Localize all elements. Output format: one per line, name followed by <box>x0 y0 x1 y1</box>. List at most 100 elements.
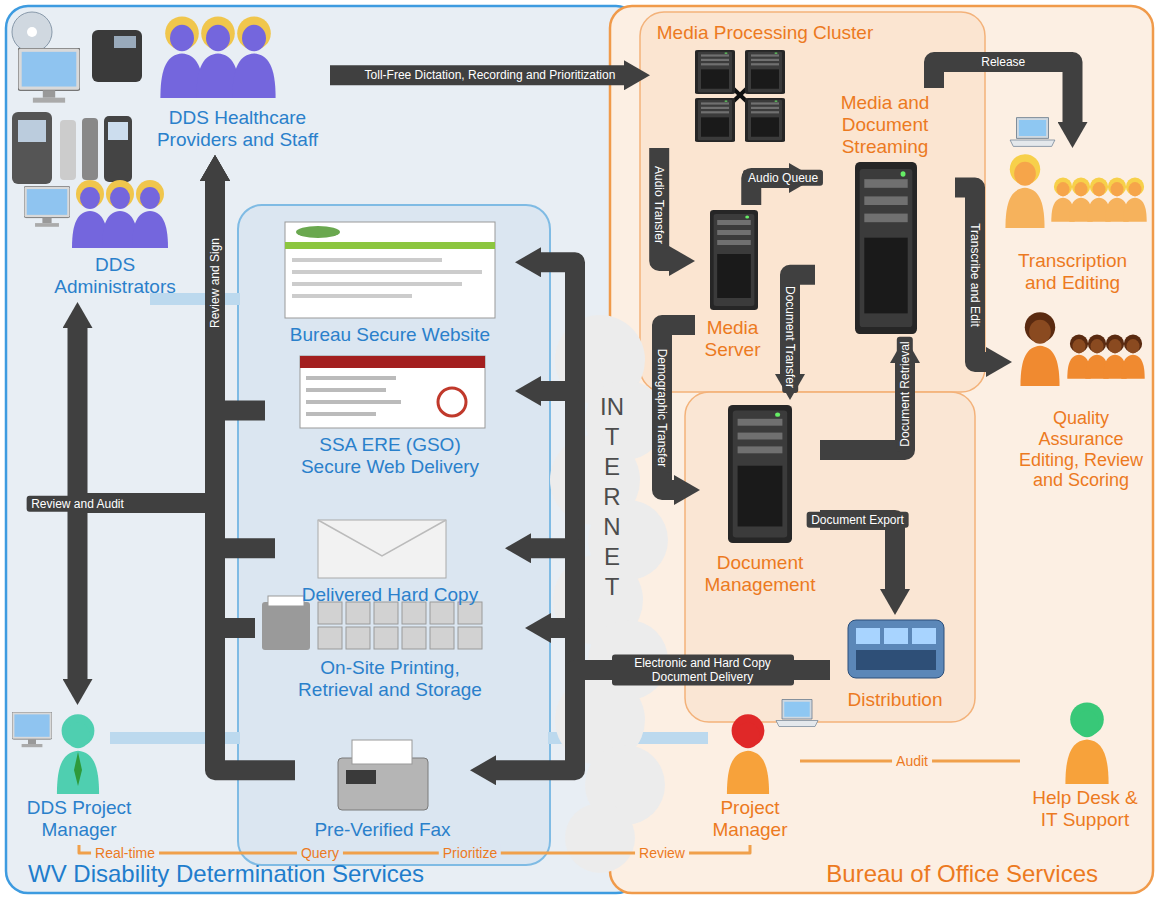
handheld-device <box>104 116 132 182</box>
actor: Project Manager <box>700 705 800 845</box>
ere-row <box>306 388 386 392</box>
desktop-computer <box>18 48 80 103</box>
fax-paper <box>352 740 412 764</box>
node-label: Help Desk & IT Support <box>1029 787 1141 831</box>
ere-row <box>306 376 396 380</box>
website-row <box>292 270 482 274</box>
arrow-label: Audio Transfer <box>651 160 667 248</box>
storage-unit <box>318 602 342 624</box>
node-label: Media Processing Cluster <box>657 22 873 44</box>
flow-note: Audit <box>892 753 932 769</box>
cluster-server <box>695 50 735 94</box>
actor: Help Desk & IT Support <box>1020 690 1150 835</box>
storage-unit <box>346 602 370 624</box>
fax-machine <box>338 758 428 810</box>
right-region-ground <box>610 6 1153 893</box>
handheld-device <box>12 112 52 184</box>
staff-group: Transcription and Editing <box>995 148 1150 298</box>
flow-arrow <box>820 363 905 450</box>
tie <box>74 752 82 786</box>
voice-recorder <box>60 120 76 180</box>
node-label: On-Site Printing, Retrieval and Storage <box>290 657 490 701</box>
storage-unit <box>318 627 342 649</box>
region-title: WV Disability Determination Services <box>28 861 424 887</box>
node-label: DDS Healthcare Providers and Staff <box>149 107 326 151</box>
manager-figure <box>727 714 769 794</box>
link-line <box>79 845 750 853</box>
delivery-channel: Bureau Secure Website <box>265 215 515 350</box>
delivery-channel: Pre-Verified Fax <box>295 730 470 845</box>
region-panel: WV Disability Determination Services DDS … <box>6 6 638 893</box>
website-row <box>292 294 412 298</box>
arrow-label: Toll-Free Dictation, Recording and Prior… <box>360 67 621 83</box>
flow-arrow <box>662 325 695 490</box>
arrow-label: Electronic and Hard Copy Document Delive… <box>612 655 794 686</box>
website-menu <box>285 242 495 249</box>
region-title: Bureau of Office Services <box>826 861 1098 887</box>
hub-screen <box>912 628 936 644</box>
arrow-label: Document Transfer <box>782 281 798 393</box>
hub-screen <box>884 628 908 644</box>
actor: DDS Project Manager <box>6 705 152 845</box>
left-region-ground <box>6 6 638 893</box>
arrow-label: Audio Queue <box>743 170 823 186</box>
reviewer-figure <box>1020 312 1059 386</box>
printer-paper <box>268 596 304 606</box>
support-figure <box>1065 702 1108 784</box>
ere-row <box>306 400 401 404</box>
storage-unit <box>430 602 454 624</box>
arrow-label: Transcribe and Edit <box>967 218 983 332</box>
cluster-server <box>745 98 785 142</box>
node-label: DDS Project Manager <box>10 797 148 841</box>
laptop <box>1010 118 1055 147</box>
arrow-label: Document Retrieval <box>897 336 913 451</box>
handheld-screen <box>108 122 128 140</box>
storage-unit <box>374 602 398 624</box>
node-label: Distribution <box>847 689 942 711</box>
storage-unit <box>374 627 398 649</box>
storage-unit <box>402 602 426 624</box>
distribution-hub <box>848 620 944 678</box>
desk-phone <box>92 30 142 82</box>
storage-unit <box>346 627 370 649</box>
website-row <box>292 282 462 286</box>
website-screenshot <box>285 222 495 318</box>
fax-keypad <box>346 770 376 784</box>
media-server <box>710 210 758 310</box>
storage-unit <box>402 627 426 649</box>
delivery-channel: On-Site Printing, Retrieval and Storage <box>255 595 525 705</box>
manager-figure <box>57 714 99 794</box>
hub-base <box>856 650 936 670</box>
actor-group: DDS Administrators <box>40 170 190 302</box>
website-logo <box>296 226 340 238</box>
ere-screenshot <box>300 356 485 428</box>
flow-arrow <box>790 275 815 374</box>
staff-group: Quality Assurance Editing, Review and Sc… <box>1012 305 1150 495</box>
flow-arrow <box>541 391 830 670</box>
document-server <box>728 405 792 543</box>
cd-disc <box>12 12 52 52</box>
flow-branch <box>78 493 215 513</box>
envelope-flap <box>318 520 446 556</box>
flow-arrow <box>751 178 789 205</box>
arrow-label: Demographic Transfer <box>654 343 670 472</box>
flow-note: Prioritize <box>439 845 501 861</box>
storage-unit <box>458 602 482 624</box>
node-label: Media and Document Streaming <box>819 92 951 158</box>
server-node: Media Server <box>695 205 770 365</box>
arrow-label: Release <box>976 54 1030 70</box>
flow-arrow <box>934 62 1073 122</box>
flow-arrow <box>215 181 295 770</box>
printer <box>262 602 310 650</box>
delivery-channel: Delivered Hard Copy <box>275 515 505 610</box>
flow-note: Review <box>635 845 689 861</box>
server-node: Media and Document Streaming <box>815 88 955 337</box>
node-label: Bureau Secure Website <box>290 324 490 346</box>
website-row <box>292 258 442 262</box>
flow-arrow <box>330 65 624 85</box>
flow-note: Real-time <box>91 845 159 861</box>
cloud-puff <box>565 803 635 873</box>
node-label: Transcription and Editing <box>1003 250 1143 294</box>
